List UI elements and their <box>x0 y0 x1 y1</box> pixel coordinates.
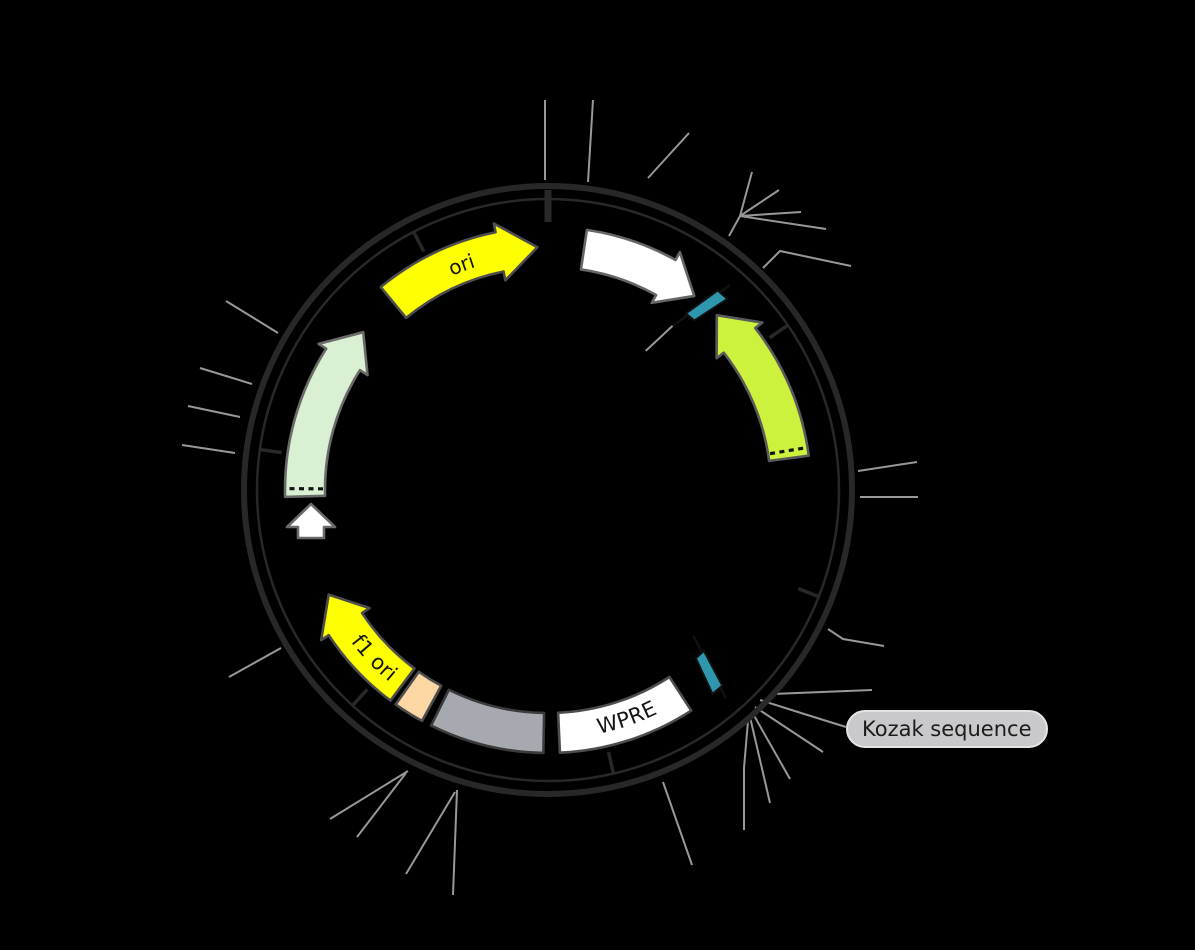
misc-marker-top-leader-tail <box>645 325 674 352</box>
position-tick <box>258 447 282 455</box>
leader-line <box>187 405 241 418</box>
rep-origin-f1[interactable] <box>319 593 416 702</box>
position-tick <box>797 586 821 599</box>
leader-line <box>743 720 749 830</box>
promoter-arrow[interactable] <box>285 502 337 540</box>
cds-white[interactable] <box>579 228 696 305</box>
leader-line <box>329 770 409 820</box>
misc-marker-bottom[interactable] <box>694 649 724 696</box>
position-tick <box>411 230 426 253</box>
leader-line <box>857 461 918 472</box>
wpre-box[interactable] <box>556 675 693 755</box>
backbone-inner-circle <box>255 197 841 783</box>
rep-origin-ori[interactable] <box>379 222 539 320</box>
leader-line <box>662 781 693 866</box>
position-tick <box>350 688 369 708</box>
position-tick <box>768 323 790 340</box>
kozak-sequence-label[interactable]: Kozak sequence <box>846 710 1048 749</box>
leader-line <box>647 132 690 179</box>
leader-lines <box>181 99 918 896</box>
leader-line <box>181 444 236 454</box>
leader-line <box>452 789 458 896</box>
leader-line <box>228 647 282 678</box>
misc-marker-top[interactable] <box>684 289 729 322</box>
leader-line <box>751 711 791 780</box>
leader-line <box>749 716 771 804</box>
leader-line <box>739 189 780 217</box>
leader-line <box>739 215 827 230</box>
position-tick <box>606 751 616 775</box>
leader-line <box>759 699 847 728</box>
cds-chartreuse-truncation-dashes <box>769 446 806 456</box>
cds-green[interactable] <box>283 330 369 499</box>
leader-line <box>762 249 852 269</box>
misc-box-gray[interactable] <box>429 688 546 755</box>
leader-line <box>754 706 824 753</box>
leader-line <box>771 689 873 695</box>
leader-line <box>739 211 802 217</box>
leader-line <box>199 367 253 385</box>
leader-line <box>405 791 456 875</box>
misc-box-peach[interactable] <box>394 670 443 723</box>
cds-chartreuse[interactable] <box>715 313 811 463</box>
leader-line <box>827 628 885 647</box>
leader-line <box>587 99 594 183</box>
leader-line <box>356 772 407 838</box>
leader-line <box>225 300 279 334</box>
leader-line <box>728 171 753 237</box>
backbone-outer-circle <box>241 183 855 797</box>
plasmid-backbone-ring <box>241 183 855 797</box>
